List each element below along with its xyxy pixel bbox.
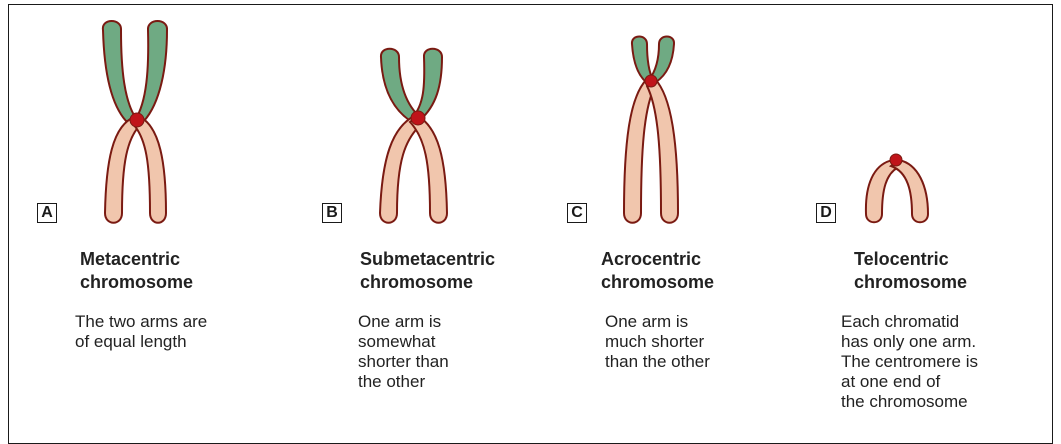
telocentric-title: Telocentric chromosome: [854, 248, 967, 294]
submetacentric-short-arm-right: [412, 49, 442, 120]
panel-label-c: C: [567, 203, 587, 223]
submetacentric-description: One arm is somewhat shorter than the oth…: [358, 312, 449, 392]
acrocentric-centromere: [645, 75, 657, 87]
panel-label-d: D: [816, 203, 836, 223]
submetacentric-short-arm-left: [381, 49, 421, 120]
panel-acrocentric: C Acrocentric chromosome One arm is much…: [520, 0, 760, 427]
acrocentric-description: One arm is much shorter than the other: [605, 312, 710, 372]
panel-label-b: B: [322, 203, 342, 223]
metacentric-long-arm-left: [105, 118, 141, 223]
acrocentric-title: Acrocentric chromosome: [601, 248, 714, 294]
telocentric-description: Each chromatid has only one arm. The cen…: [841, 312, 978, 412]
metacentric-short-arm-right: [135, 21, 167, 121]
metacentric-title: Metacentric chromosome: [80, 248, 193, 294]
submetacentric-chromosome: [280, 0, 520, 240]
panel-telocentric: D Telocentric chromosome Each chromatid …: [760, 0, 1000, 427]
submetacentric-centromere: [411, 111, 425, 125]
metacentric-centromere: [130, 113, 144, 127]
panel-submetacentric: B Submetacentric chromosome One arm is s…: [280, 0, 520, 427]
panel-metacentric: A Metacentric chromosome The two arms ar…: [0, 0, 240, 427]
metacentric-long-arm-right: [133, 118, 166, 223]
metacentric-short-arm-left: [103, 21, 137, 121]
telocentric-chromosome: [760, 0, 1000, 240]
acrocentric-chromosome: [520, 0, 760, 240]
submetacentric-title: Submetacentric chromosome: [360, 248, 495, 294]
submetacentric-long-arm-right: [410, 116, 447, 223]
metacentric-description: The two arms are of equal length: [75, 312, 207, 352]
telocentric-centromere: [890, 154, 902, 166]
metacentric-chromosome: [0, 0, 240, 240]
panel-label-a: A: [37, 203, 57, 223]
telocentric-right-chromatid: [891, 160, 928, 222]
acrocentric-long-arm-right: [647, 79, 678, 223]
acrocentric-long-arm-left: [624, 79, 655, 223]
